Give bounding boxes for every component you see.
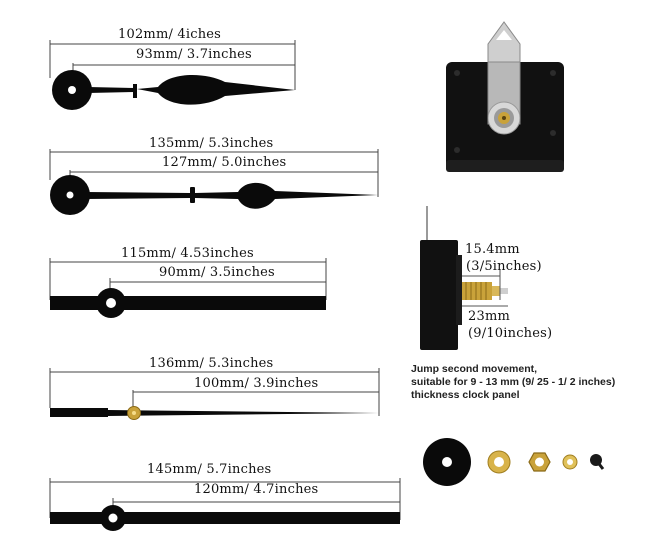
hand-2-full-length: 135mm/ 5.3inches — [149, 136, 274, 151]
hour-hand-1 — [52, 70, 295, 110]
hand-set-2 — [49, 149, 379, 215]
shaft-length-inches: (3/5inches) — [466, 259, 542, 274]
hand-5-short-length: 120mm/ 4.7inches — [194, 482, 319, 497]
clock-movement-front — [446, 21, 564, 172]
hand-3-short-length: 90mm/ 3.5inches — [159, 265, 275, 280]
hour-hand-3 — [50, 288, 326, 318]
hand-set-5 — [49, 478, 401, 531]
minute-hand-5 — [50, 505, 400, 531]
shaft-length-mm: 15.4mm — [465, 242, 520, 257]
thread-length-inches: (9/10inches) — [468, 326, 553, 341]
second-hand-4 — [50, 406, 379, 420]
clock-movement-side — [420, 206, 508, 350]
hand-5-full-length: 145mm/ 5.7inches — [147, 462, 272, 477]
hand-1-short-length: 93mm/ 3.7inches — [136, 47, 252, 62]
hand-3-full-length: 115mm/ 4.53inches — [121, 246, 254, 261]
minute-hand-2 — [50, 175, 378, 215]
thread-length-mm: 23mm — [468, 309, 510, 324]
hand-set-3 — [49, 258, 327, 318]
movement-description-line-1: Jump second movement, — [411, 363, 538, 375]
hand-4-short-length: 100mm/ 3.9inches — [194, 376, 319, 391]
hand-1-full-length: 102mm/ 4iches — [118, 27, 222, 42]
movement-description-line-3: thickness clock panel — [411, 389, 520, 401]
hand-2-short-length: 127mm/ 5.0inches — [162, 155, 287, 170]
hardware-parts — [423, 438, 605, 486]
hand-set-1 — [49, 40, 296, 110]
hand-4-full-length: 136mm/ 5.3inches — [149, 356, 274, 371]
hand-set-4 — [49, 368, 380, 420]
movement-description-line-2: suitable for 9 - 13 mm (9/ 25 - 1/ 2 inc… — [411, 376, 616, 388]
